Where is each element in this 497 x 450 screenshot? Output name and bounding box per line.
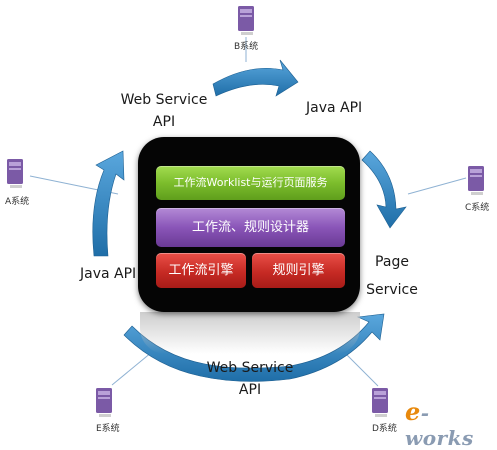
- worklist-service-bar: 工作流Worklist与运行页面服务: [156, 166, 345, 200]
- designer-bar: 工作流、规则设计器: [156, 208, 345, 247]
- label-line: API: [238, 382, 262, 398]
- system-d-label: D系统: [372, 424, 397, 434]
- computer-a: [7, 159, 23, 188]
- connector-c: [407, 177, 467, 195]
- system-a-label: A系统: [5, 197, 30, 207]
- logo-e: e: [405, 397, 421, 426]
- connector-e: [111, 351, 153, 386]
- label-line: Web Service: [120, 92, 208, 108]
- label-line: Page: [375, 254, 409, 270]
- label-java-api-left: Java API: [80, 266, 137, 282]
- arrow-bottom: [123, 313, 385, 382]
- computer-d: [372, 388, 388, 417]
- computer-e: [96, 388, 112, 417]
- flow-arrows: [92, 59, 407, 382]
- label-java-api-top: Java API: [306, 100, 363, 116]
- system-c-label: C系统: [465, 203, 490, 213]
- computer-c: [468, 166, 484, 195]
- label-line: Web Service: [206, 360, 294, 376]
- label-page-service: Page Service: [366, 251, 418, 301]
- system-b-label: B系统: [234, 42, 259, 52]
- label-web-service-api-top: Web Service API: [118, 89, 210, 133]
- system-e-label: E系统: [96, 424, 120, 434]
- arrow-top: [212, 59, 299, 97]
- core-reflection: [140, 312, 360, 354]
- arrow-right: [361, 150, 407, 229]
- connector-d: [343, 351, 379, 387]
- rules-engine-bar: 规则引擎: [252, 253, 345, 288]
- label-web-service-api-bottom: Web Service API: [204, 357, 296, 401]
- arrow-left: [92, 150, 125, 257]
- label-line: Service: [366, 282, 418, 298]
- workflow-engine-bar: 工作流引擎: [156, 253, 246, 288]
- computer-b: [238, 6, 254, 35]
- eworks-logo: e-works: [405, 397, 497, 450]
- label-line: API: [152, 114, 176, 130]
- diagram-canvas: [7, 6, 484, 417]
